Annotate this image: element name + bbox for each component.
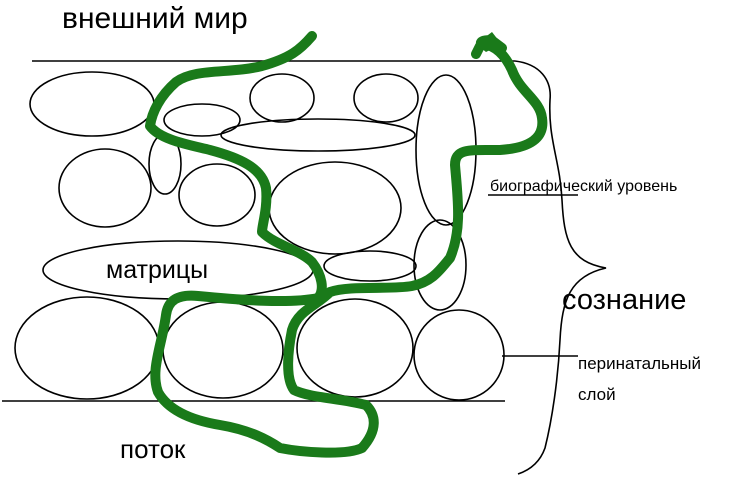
cell — [163, 103, 241, 137]
perinatal-cell — [14, 296, 160, 400]
perinatal-cell — [162, 301, 284, 399]
label-perinatal-line1: перинатальный — [578, 354, 702, 373]
cell — [29, 71, 155, 137]
label-matrices: матрицы — [106, 256, 209, 284]
consciousness-brace — [514, 60, 607, 475]
perinatal-cell — [296, 298, 414, 398]
perinatal-cell — [413, 309, 505, 401]
cell — [268, 161, 402, 255]
label-outer-world: внешний мир — [62, 2, 248, 35]
cell — [220, 118, 416, 152]
cell — [178, 163, 256, 227]
label-perinatal-line2: слой — [578, 385, 616, 404]
cell — [323, 250, 417, 282]
label-biographical-level: биографический уровень — [490, 178, 678, 195]
cell — [353, 73, 419, 123]
cell — [58, 148, 152, 228]
cell — [413, 219, 467, 311]
flow-path — [145, 31, 548, 458]
cell — [249, 73, 315, 123]
label-flow: поток — [120, 434, 186, 464]
flow-arrowhead — [476, 32, 506, 52]
label-consciousness: сознание — [562, 284, 687, 316]
